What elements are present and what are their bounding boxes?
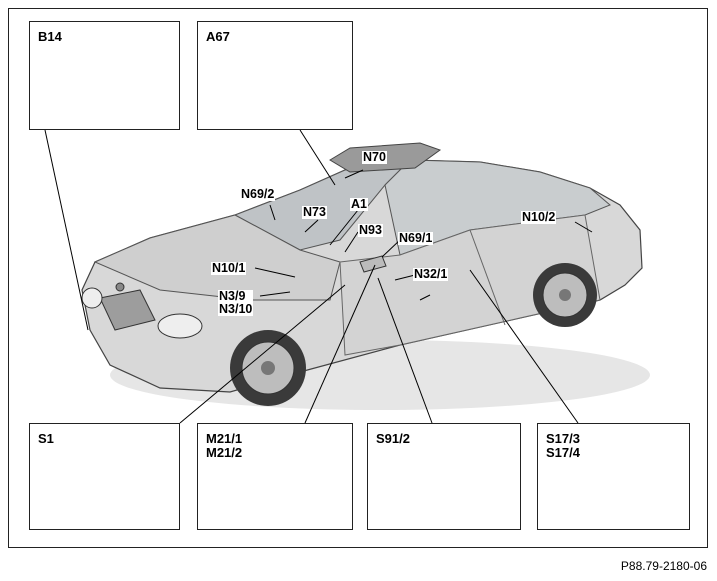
inset-s17: S17/3 S17/4 [537,423,690,530]
callout-n73: N73 [302,205,327,219]
inset-s91: S91/2 [367,423,521,530]
callout-n93: N93 [358,223,383,237]
figure-reference: P88.79-2180-06 [620,559,707,573]
callout-a1: A1 [350,197,368,211]
car-emblem [115,282,125,292]
car-doors [339,214,601,356]
inset-s91-label: S91/2 [376,431,410,446]
inset-s1: S1 [29,423,180,530]
inset-s1-label: S1 [38,431,54,446]
callout-n10-1: N10/1 [211,261,247,275]
car-headlight-left [157,313,203,339]
callout-n69-1: N69/1 [398,231,434,245]
inset-b14: B14 [29,21,180,130]
inset-m21-label: M21/1 M21/2 [206,431,243,460]
callout-n70: N70 [362,150,387,164]
car-headlight-right [81,287,103,309]
callout-n69-2: N69/2 [240,187,276,201]
figure-frame [8,8,708,548]
inset-a67: A67 [197,21,353,130]
inset-a67-label: A67 [206,29,230,44]
callout-n3-9: N3/9 N3/10 [218,289,254,316]
callout-n10-2: N10/2 [521,210,557,224]
leader-lines [44,129,593,424]
inset-m21: M21/1 M21/2 [197,423,353,530]
car-grille [99,289,156,331]
callout-n32-1: N32/1 [413,267,449,281]
inset-b14-label: B14 [38,29,62,44]
inset-s17-label: S17/3 S17/4 [546,431,580,460]
car-mirror [359,255,387,273]
